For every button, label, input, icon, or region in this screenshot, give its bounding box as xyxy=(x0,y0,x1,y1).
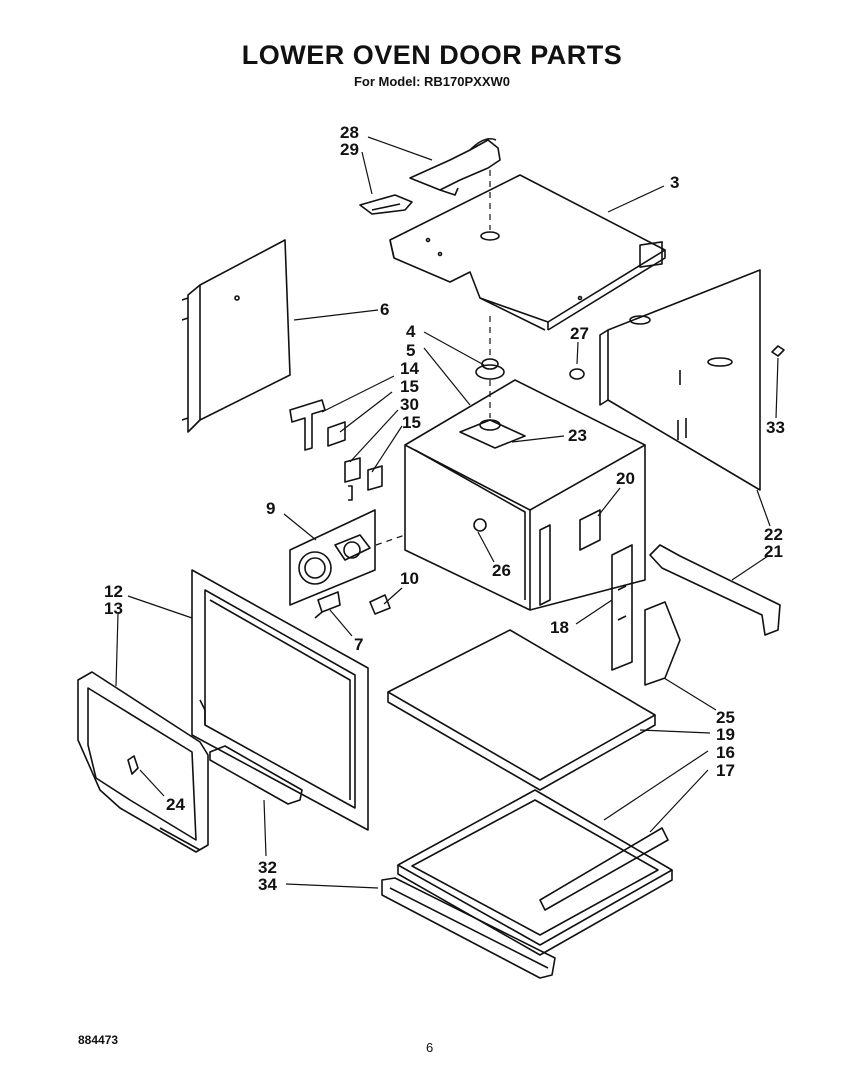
callout-17: 17 xyxy=(716,761,735,780)
callout-10: 10 xyxy=(400,569,419,588)
vent-strip-part xyxy=(209,745,556,979)
callout-21: 21 xyxy=(764,542,783,561)
callout-30: 30 xyxy=(400,395,419,414)
callout-33: 33 xyxy=(766,418,785,437)
model-subtitle: For Model: RB170PXXW0 xyxy=(353,74,511,89)
callout-26: 26 xyxy=(492,561,511,580)
document-number: 884473 xyxy=(78,1033,119,1047)
callout-12: 12 xyxy=(104,582,123,601)
hinge-part xyxy=(644,601,681,686)
callout-16: 16 xyxy=(716,743,735,762)
clip-part xyxy=(369,594,391,615)
leader-lines xyxy=(115,136,779,889)
callout-13: 13 xyxy=(104,599,123,618)
small-brackets-parts xyxy=(289,399,383,501)
callout-19: 19 xyxy=(716,725,735,744)
oven-cavity-part xyxy=(404,379,646,611)
callout-3: 3 xyxy=(670,173,679,192)
left-side-panel-part xyxy=(181,239,291,433)
door-gasket-part xyxy=(77,671,209,853)
callout-6: 6 xyxy=(380,300,389,319)
thermostat-part xyxy=(289,509,376,606)
callout-27: 27 xyxy=(570,324,589,343)
page-number: 6 xyxy=(426,1040,434,1055)
callout-22: 22 xyxy=(764,525,783,544)
callout-labels: 28 29 3 6 4 5 27 33 14 15 30 15 23 9 20 … xyxy=(104,123,785,894)
side-rail-part xyxy=(649,544,781,636)
hinge-bracket-part xyxy=(611,544,633,671)
callout-18: 18 xyxy=(550,618,569,637)
callout-25: 25 xyxy=(716,708,735,727)
outer-door-glass-part xyxy=(397,789,673,956)
screw-part xyxy=(771,345,785,357)
callout-29: 29 xyxy=(340,140,359,159)
callout-20: 20 xyxy=(616,469,635,488)
callout-14: 14 xyxy=(400,359,419,378)
callout-23: 23 xyxy=(568,426,587,445)
top-panel-part xyxy=(389,174,666,331)
callout-7: 7 xyxy=(354,635,363,654)
callout-5: 5 xyxy=(406,341,415,360)
callout-9: 9 xyxy=(266,499,275,518)
bottom-panel-part xyxy=(387,629,656,791)
door-clip-part xyxy=(127,755,139,775)
callout-28: 28 xyxy=(340,123,359,142)
inner-door-frame-part xyxy=(191,569,369,831)
callout-15: 15 xyxy=(400,377,419,396)
alignment-dashes xyxy=(375,170,491,546)
page-title: LOWER OVEN DOOR PARTS xyxy=(241,40,623,70)
knob-part xyxy=(314,591,341,619)
callout-4: 4 xyxy=(406,322,416,341)
callout-15-second: 15 xyxy=(402,413,421,432)
plug-part xyxy=(569,368,585,380)
callout-34: 34 xyxy=(258,875,277,894)
callout-24: 24 xyxy=(166,795,185,814)
vent-duct-part xyxy=(359,137,501,215)
rear-panel-part xyxy=(599,241,761,491)
callout-32: 32 xyxy=(258,858,277,877)
